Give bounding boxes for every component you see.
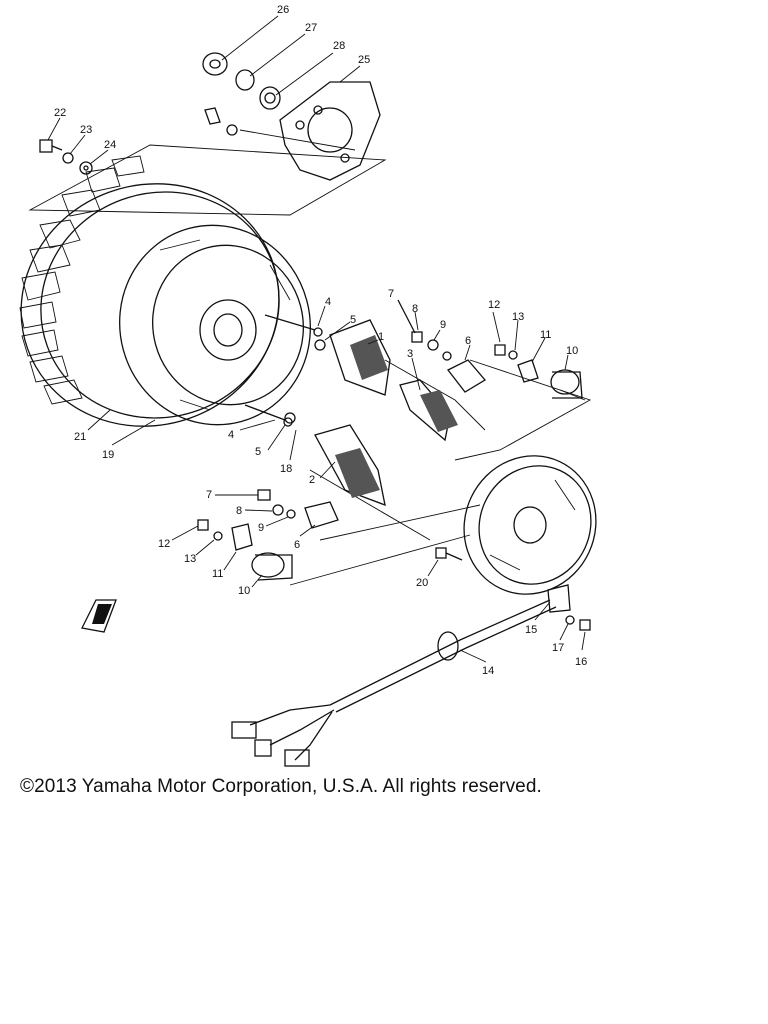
washer-5-upper <box>314 339 326 351</box>
coil-2 <box>314 424 386 507</box>
part-label-6-lower: 6 <box>294 539 300 551</box>
top-right-hardware <box>202 52 381 181</box>
coil-1 <box>329 319 391 396</box>
part-label-7-upper: 7 <box>388 288 394 300</box>
part-label-20: 20 <box>416 577 428 589</box>
part-label-13-lower: 13 <box>184 553 196 565</box>
part-label-13-upper: 13 <box>512 311 524 323</box>
part-label-4-upper: 4 <box>325 296 331 308</box>
flywheel-fan <box>19 155 280 427</box>
rotor <box>119 224 311 426</box>
manufacturer-logo-mark <box>81 599 117 633</box>
part-label-3: 3 <box>407 348 413 360</box>
screw-20 <box>435 547 463 561</box>
copyright-notice: ©2013 Yamaha Motor Corporation, U.S.A. A… <box>20 776 542 797</box>
part-label-17: 17 <box>552 642 564 654</box>
part-label-9-upper: 9 <box>440 319 446 331</box>
part-label-5-upper: 5 <box>350 314 356 326</box>
coil-3 <box>399 379 458 442</box>
wiring-harness <box>231 599 557 767</box>
part-label-19: 19 <box>102 449 114 461</box>
part-labels: 26 27 28 25 22 23 24 4 5 1 7 8 9 6 12 13… <box>54 4 587 677</box>
part-label-7-lower: 7 <box>206 489 212 501</box>
assembly-guide-lines <box>28 129 592 586</box>
part-label-4-lower: 4 <box>228 429 234 441</box>
part-label-9-lower: 9 <box>258 522 264 534</box>
part-label-11-upper: 11 <box>540 329 551 341</box>
top-left-hardware <box>39 139 93 175</box>
upper-hardware-group <box>397 299 583 399</box>
part-label-11-lower: 11 <box>212 568 223 580</box>
part-label-6-upper: 6 <box>465 335 471 347</box>
part-label-25: 25 <box>358 54 370 66</box>
part-label-8-lower: 8 <box>236 505 242 517</box>
part-label-5-lower: 5 <box>255 446 261 458</box>
stator-base-plate <box>463 455 597 595</box>
part-label-2: 2 <box>309 474 315 486</box>
part-label-22: 22 <box>54 107 66 119</box>
part-label-8-upper: 8 <box>412 303 418 315</box>
exploded-parts-diagram: 26 27 28 25 22 23 24 4 5 1 7 8 9 6 12 13… <box>19 4 597 767</box>
part-label-27: 27 <box>305 22 317 34</box>
part-label-10-lower: 10 <box>238 585 250 597</box>
part-label-10-upper: 10 <box>566 345 578 357</box>
part-label-21: 21 <box>74 431 86 443</box>
part-label-1: 1 <box>378 331 384 343</box>
washer-5-lower <box>284 412 296 424</box>
screw-4-upper <box>264 314 323 337</box>
part-label-12-lower: 12 <box>158 538 170 550</box>
part-label-12-upper: 12 <box>488 299 500 311</box>
part-label-24: 24 <box>104 139 116 151</box>
part-label-15: 15 <box>525 624 537 636</box>
leader-lines <box>47 15 586 663</box>
lower-hardware-group <box>197 489 339 581</box>
part-label-14: 14 <box>482 665 494 677</box>
clamp-hardware <box>547 584 591 631</box>
part-label-28: 28 <box>333 40 345 52</box>
part-label-23: 23 <box>80 124 92 136</box>
part-label-26: 26 <box>277 4 289 16</box>
part-label-18: 18 <box>280 463 292 475</box>
part-label-16: 16 <box>575 656 587 668</box>
